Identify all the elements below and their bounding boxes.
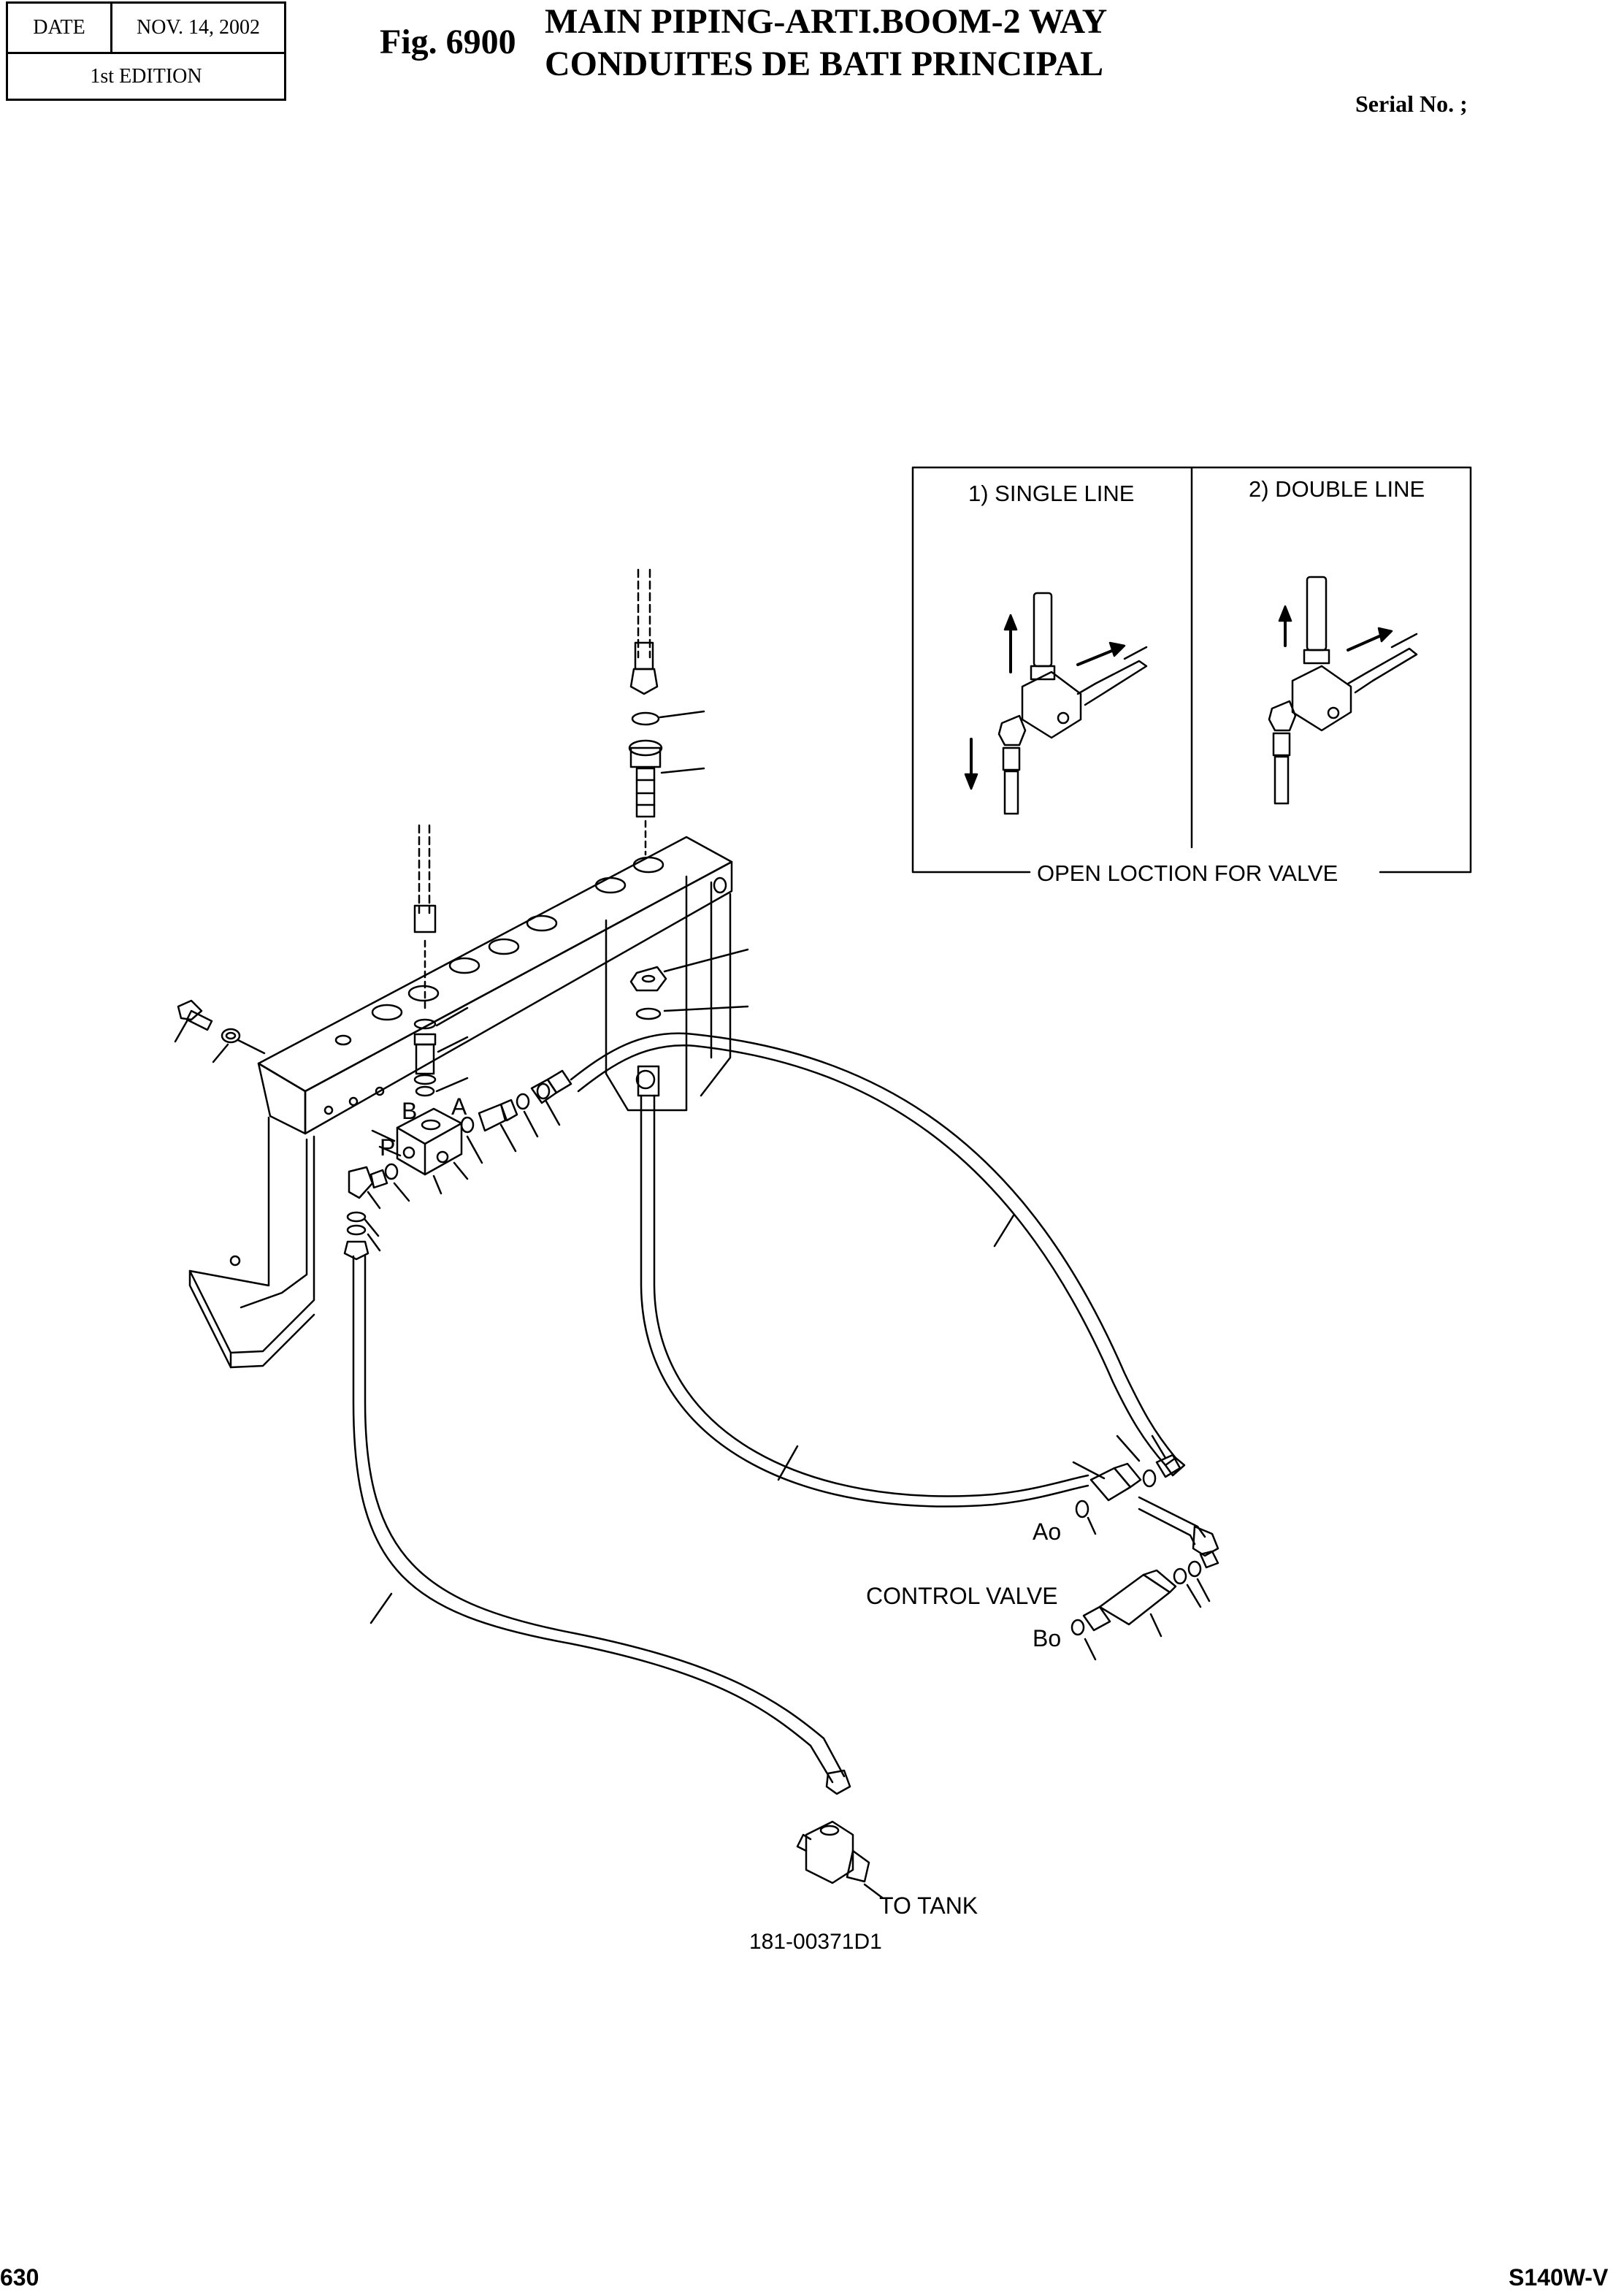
date-value: NOV. 14, 2002 <box>136 16 261 39</box>
port-b-label: B <box>402 1098 417 1124</box>
port-p-label: P <box>380 1134 395 1161</box>
serial-number-label: Serial No. ; <box>1355 91 1468 117</box>
beam-nut-orings <box>629 948 749 1020</box>
tank-tee-fitting: TO TANK 181-00371D1 <box>749 1820 978 1954</box>
to-tank-label: TO TANK <box>879 1892 978 1919</box>
model-number: S140W-V <box>1509 2264 1609 2291</box>
page-subtitle: CONDUITES DE BATI PRINCIPAL <box>545 45 1103 83</box>
open-location-caption: OPEN LOCTION FOR VALVE <box>1037 860 1338 886</box>
distribution-block: B A P <box>343 1069 572 1261</box>
control-valve: CONTROL VALVE Bo <box>866 1550 1219 1661</box>
edition-label: 1st EDITION <box>90 64 202 88</box>
control-valve-label: CONTROL VALVE <box>866 1583 1058 1609</box>
single-line-label: 1) SINGLE LINE <box>968 481 1134 506</box>
port-a-label: A <box>451 1093 467 1120</box>
page-title: MAIN PIPING-ARTI.BOOM-2 WAY <box>545 2 1108 41</box>
ao-fitting: Ao <box>1033 1435 1181 1545</box>
date-row: DATE NOV. 14, 2002 <box>8 4 284 54</box>
figure-number: Fig. 6900 <box>380 23 516 61</box>
date-label: DATE <box>8 4 112 52</box>
upper-hose-assembly <box>628 568 705 856</box>
drawing-number: 181-00371D1 <box>749 1930 882 1954</box>
hose-lines <box>352 1032 1219 1795</box>
page-number: 630 <box>0 2264 39 2291</box>
leader-lines <box>369 1214 1015 1624</box>
valve-location-inset: 1) SINGLE LINE 2) DOUBLE LINE OPEN LOCTI… <box>911 466 1472 886</box>
port-bo-label: Bo <box>1033 1625 1061 1651</box>
port-ao-label: Ao <box>1033 1519 1061 1545</box>
left-vertical-hose <box>413 824 469 1097</box>
double-line-valve-sketch <box>1268 576 1418 805</box>
single-line-valve-sketch <box>964 592 1148 815</box>
boom-mounting-frame <box>188 836 733 1369</box>
double-line-label: 2) DOUBLE LINE <box>1249 476 1425 502</box>
date-edition-box: DATE NOV. 14, 2002 1st EDITION <box>6 1 286 101</box>
mounting-bolt <box>174 999 266 1063</box>
